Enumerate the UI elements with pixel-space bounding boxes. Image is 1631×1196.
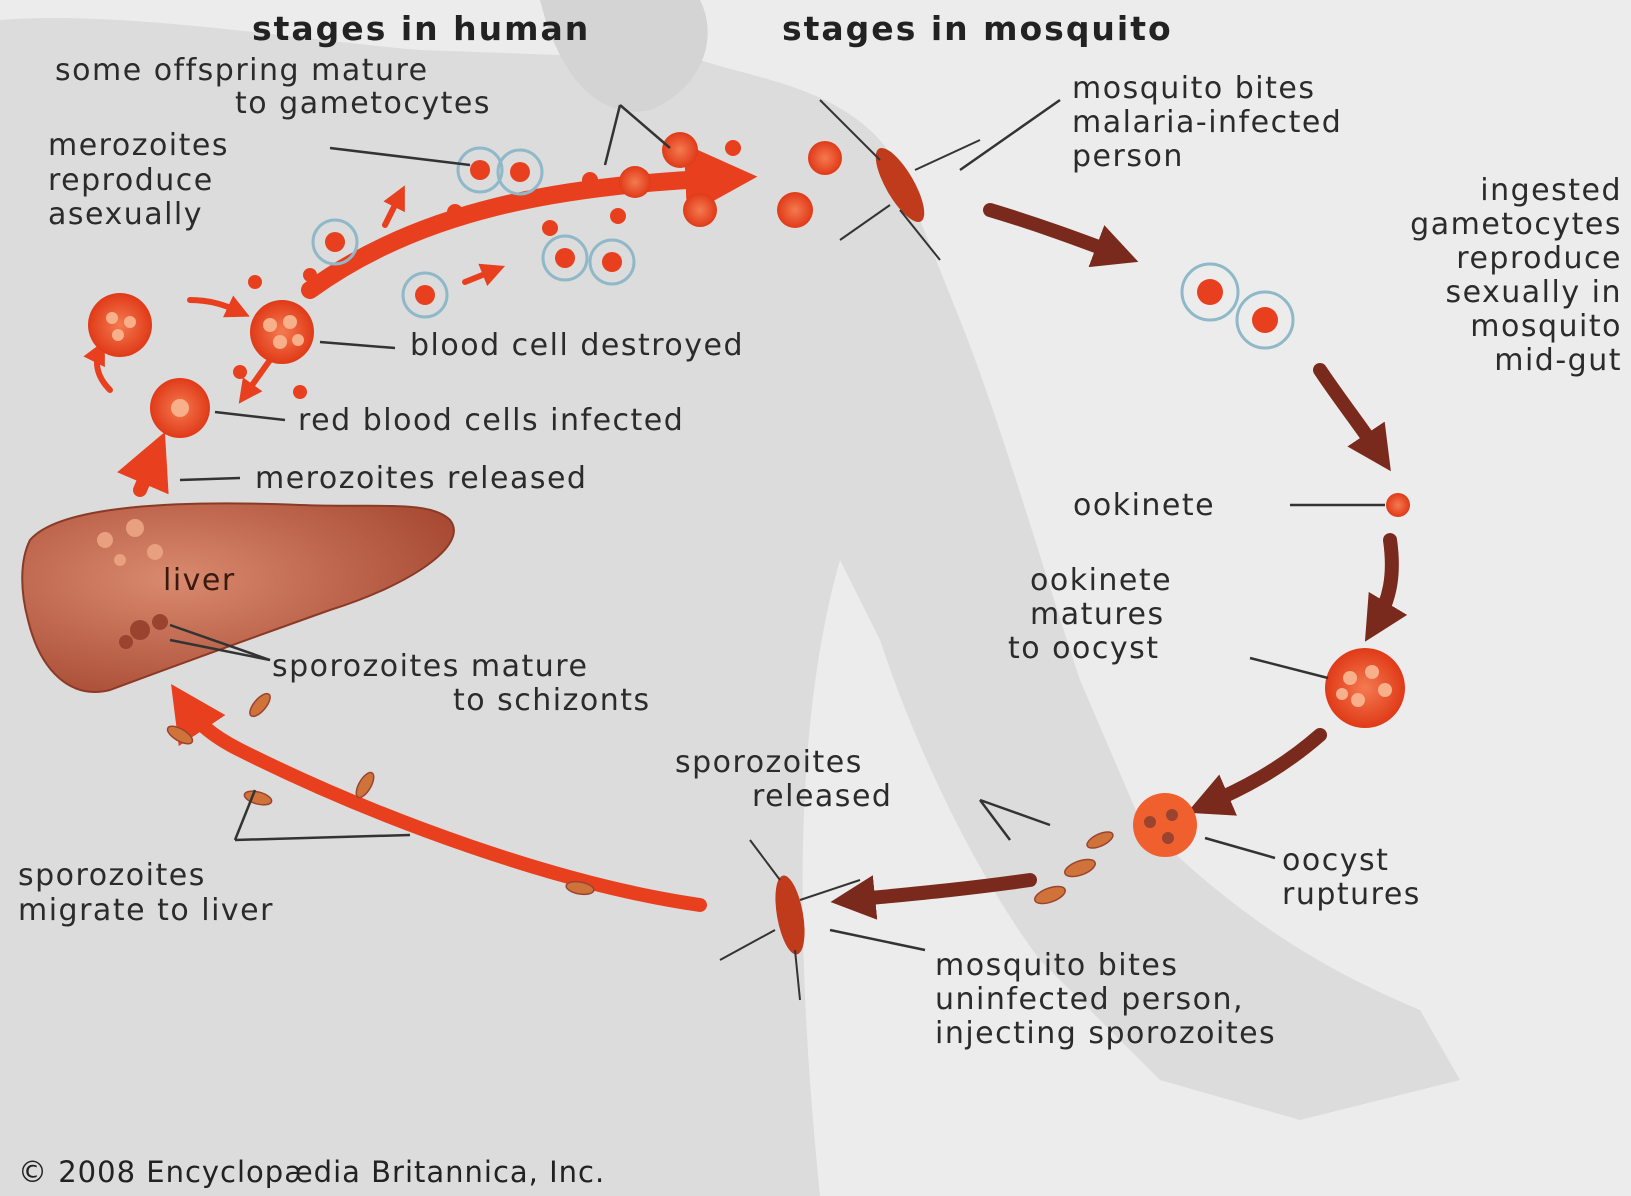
label-blood-cell-destroyed: blood cell destroyed: [410, 328, 744, 363]
label-sporozoites-mature-line2: to schizonts: [453, 683, 651, 718]
label-sporozoites-released-line2: released: [752, 779, 892, 814]
label-sporozoites-migrate-line1: sporozoites: [18, 858, 206, 893]
label-ingested-line1: ingested: [1480, 173, 1622, 208]
arrow-to-ookinete: [1320, 370, 1380, 455]
label-sporozoites-migrate-line2: migrate to liver: [18, 893, 274, 928]
label-merozoites-released: merozoites released: [255, 461, 587, 496]
label-merozoites-reproduce-line2: reproduce: [48, 163, 214, 198]
copyright-credit: © 2008 Encyclopædia Britannica, Inc.: [18, 1155, 605, 1189]
label-ookinete-matures-line1: ookinete: [1030, 563, 1172, 598]
label-offspring-line2: to gametocytes: [235, 86, 491, 121]
label-offspring-line1: some offspring mature: [55, 53, 429, 88]
label-ingested-line3: reproduce: [1456, 241, 1622, 276]
label-red-blood-cells-infected: red blood cells infected: [298, 403, 684, 438]
label-bites-infected-line1: mosquito bites: [1072, 71, 1315, 106]
label-ingested-line5: mosquito: [1470, 309, 1622, 344]
label-ookinete-matures-line2: matures: [1030, 597, 1165, 632]
label-oocyst-ruptures-line2: ruptures: [1282, 877, 1421, 912]
label-liver: liver: [163, 563, 236, 598]
arrow-to-rupture: [1205, 735, 1320, 805]
label-sporozoites-released-line1: sporozoites: [675, 745, 863, 780]
header-stages-in-mosquito: stages in mosquito: [782, 9, 1173, 48]
label-bites-infected-line2: malaria-infected: [1072, 105, 1342, 140]
label-ingested-line4: sexually in: [1445, 275, 1622, 310]
label-bites-infected-line3: person: [1072, 139, 1184, 174]
arrow-to-oocyst: [1375, 540, 1392, 625]
label-merozoites-reproduce-line3: asexually: [48, 197, 203, 232]
label-bites-uninfected-line2: uninfected person,: [935, 982, 1244, 1017]
label-merozoites-reproduce-line1: merozoites: [48, 128, 229, 163]
label-ookinete: ookinete: [1073, 488, 1215, 523]
arrow-to-ingested: [990, 210, 1120, 255]
label-sporozoites-mature-line1: sporozoites mature: [272, 649, 588, 684]
label-oocyst-ruptures-line1: oocyst: [1282, 843, 1389, 878]
header-stages-in-human: stages in human: [252, 9, 590, 48]
label-bites-uninfected-line1: mosquito bites: [935, 948, 1178, 983]
label-bites-uninfected-line3: injecting sporozoites: [935, 1016, 1276, 1051]
label-ingested-line6: mid-gut: [1494, 343, 1622, 378]
label-ookinete-matures-line3: to oocyst: [1008, 631, 1160, 666]
label-ingested-line2: gametocytes: [1410, 207, 1622, 242]
